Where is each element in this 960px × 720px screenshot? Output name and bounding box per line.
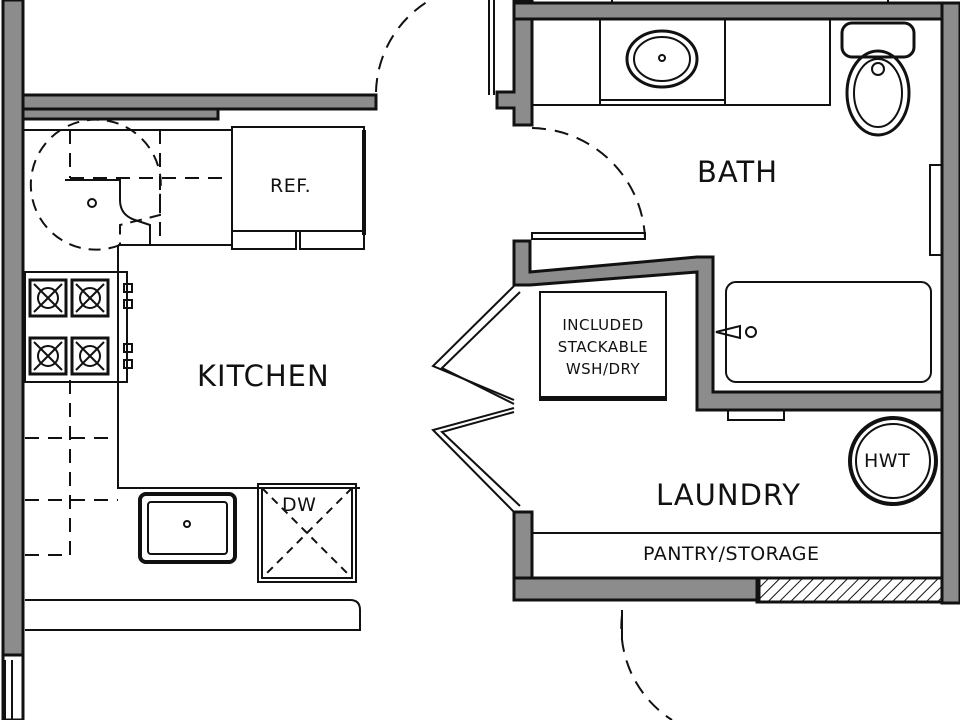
kitchen-sink: [138, 492, 237, 564]
entry-door-arc: [375, 0, 431, 93]
vanity: [531, 18, 831, 106]
wall-bottom: [512, 576, 761, 602]
washer-dryer-line-3: WSH/DRY: [565, 360, 641, 378]
kitchen-label: KITCHEN: [197, 359, 330, 393]
hatched-wall: [755, 576, 944, 604]
water-heater: [848, 416, 938, 506]
water-heater-label: HWT: [864, 450, 911, 472]
washer-dryer-line-1: INCLUDED: [562, 316, 644, 334]
bifold-door-bottom-inner: [440, 411, 521, 507]
bath-sink: [625, 29, 699, 89]
washer-dryer-label: INCLUDED STACKABLE WSH/DRY: [546, 314, 660, 380]
lazy-susan: [29, 118, 162, 251]
wall-kitchen-top-stub: [21, 107, 220, 121]
bifold-door-top-inner: [440, 291, 521, 405]
bifold-door-bottom: [431, 407, 515, 513]
door-swings: [375, 0, 673, 720]
window-frames: [4, 0, 889, 720]
washer-dryer-line-2: STACKABLE: [557, 338, 649, 356]
wall-left-exterior: [1, 0, 25, 662]
wall-right-exterior: [940, 1, 960, 605]
bath-label: BATH: [697, 155, 779, 189]
bottom-door-arc: [620, 614, 673, 720]
pantry-label: PANTRY/STORAGE: [643, 543, 820, 565]
refrigerator-label: REF.: [270, 175, 312, 197]
kitchen-fixtures: [23, 118, 366, 631]
bathtub: [725, 281, 932, 383]
bifold-door-top: [431, 285, 515, 401]
wall-bath-top: [512, 1, 944, 21]
bath-door-arc: [531, 127, 646, 239]
range-cooktop: [24, 271, 128, 383]
wall-kitchen-top: [21, 93, 378, 111]
toilet-bowl: [845, 49, 911, 137]
pantry-storage: [531, 532, 943, 579]
toilet-tank: [840, 21, 916, 59]
dishwasher: [257, 483, 357, 583]
dishwasher-label: DW: [282, 494, 317, 516]
laundry-fixtures: [531, 291, 943, 579]
bath-door-leaf: [531, 232, 646, 240]
bath-fixtures: [531, 18, 943, 421]
laundry-label: LAUNDRY: [656, 478, 801, 512]
